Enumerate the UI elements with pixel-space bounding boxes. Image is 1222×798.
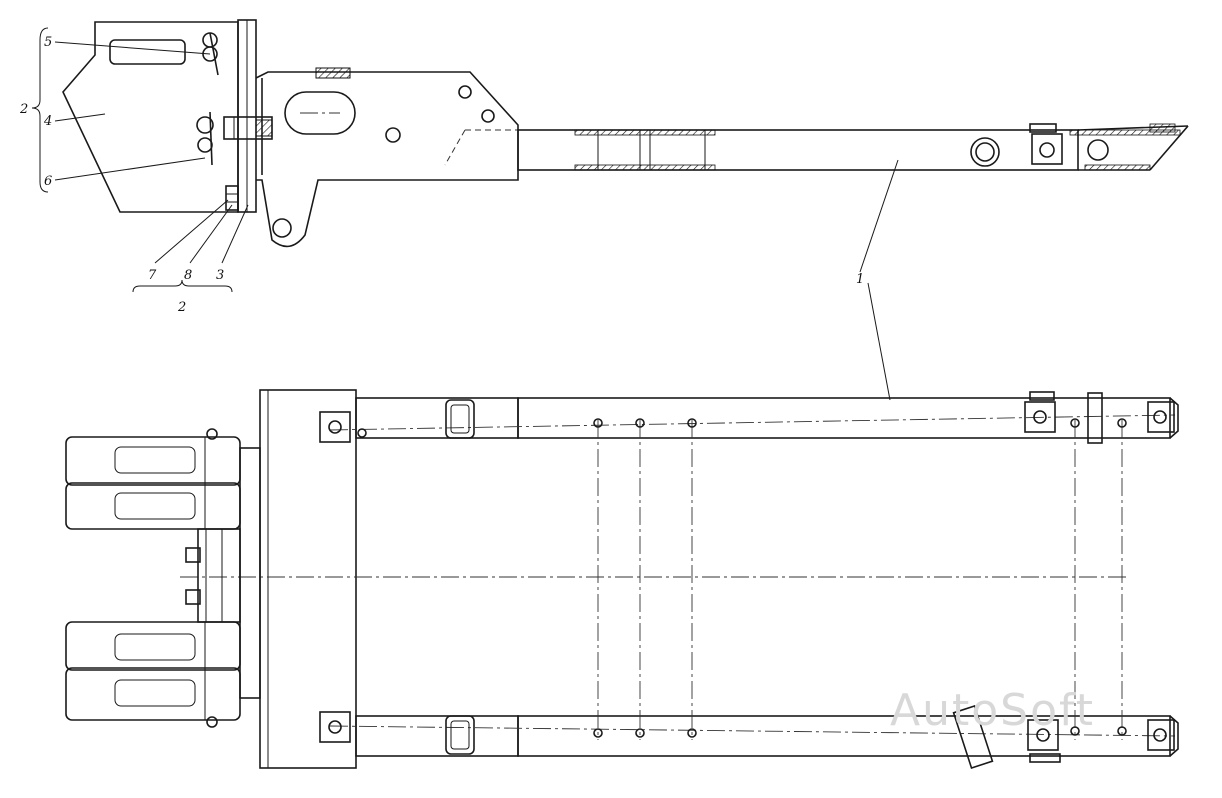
- label-part-4: 4: [43, 114, 52, 129]
- plan-view: [65, 389, 1179, 769]
- side-view: [62, 19, 1189, 248]
- label-part-2-bottom: 2: [177, 300, 186, 315]
- beam-hole-1: [970, 137, 1000, 167]
- nut-plates: [319, 401, 1175, 751]
- slot-lower: [445, 715, 475, 755]
- beam-section-hatch: [574, 123, 1181, 171]
- label-part-6: 6: [44, 174, 52, 189]
- frame-beam-side: [517, 129, 1079, 171]
- counterweight-handle-slot: [109, 39, 186, 65]
- label-part-7: 7: [148, 268, 157, 283]
- counterweight-side: [62, 21, 239, 213]
- label-part-1: 1: [856, 272, 864, 287]
- tilted-clamp: [952, 705, 994, 769]
- leader-lines: [31, 27, 899, 401]
- counterweight-stack-upper: [65, 428, 241, 530]
- label-part-5: 5: [44, 35, 52, 50]
- bracket-oval-slot: [284, 91, 356, 135]
- part-labels: 5 2 4 6 7 8 3 2 1: [19, 35, 864, 315]
- frame-holes: [357, 418, 1127, 738]
- beam-nut-plate: [1031, 133, 1063, 165]
- hitch-block: [185, 447, 261, 699]
- label-part-8: 8: [184, 268, 192, 283]
- bolt: [223, 116, 273, 140]
- retaining-pin-5: [202, 32, 219, 76]
- bracket-pivot-hole: [272, 218, 292, 238]
- nut-7: [225, 185, 239, 211]
- retaining-pin-6: [196, 111, 214, 166]
- slot-upper: [445, 399, 475, 439]
- upper-longitudinal-member: [355, 397, 519, 439]
- label-part-2-left: 2: [19, 102, 28, 117]
- watermark: AutoSoft: [890, 685, 1095, 736]
- counterweight-stack-lower: [65, 621, 241, 728]
- label-part-3: 3: [216, 268, 224, 283]
- lower-longitudinal-member: [355, 715, 519, 757]
- frame-bracket: [255, 71, 519, 248]
